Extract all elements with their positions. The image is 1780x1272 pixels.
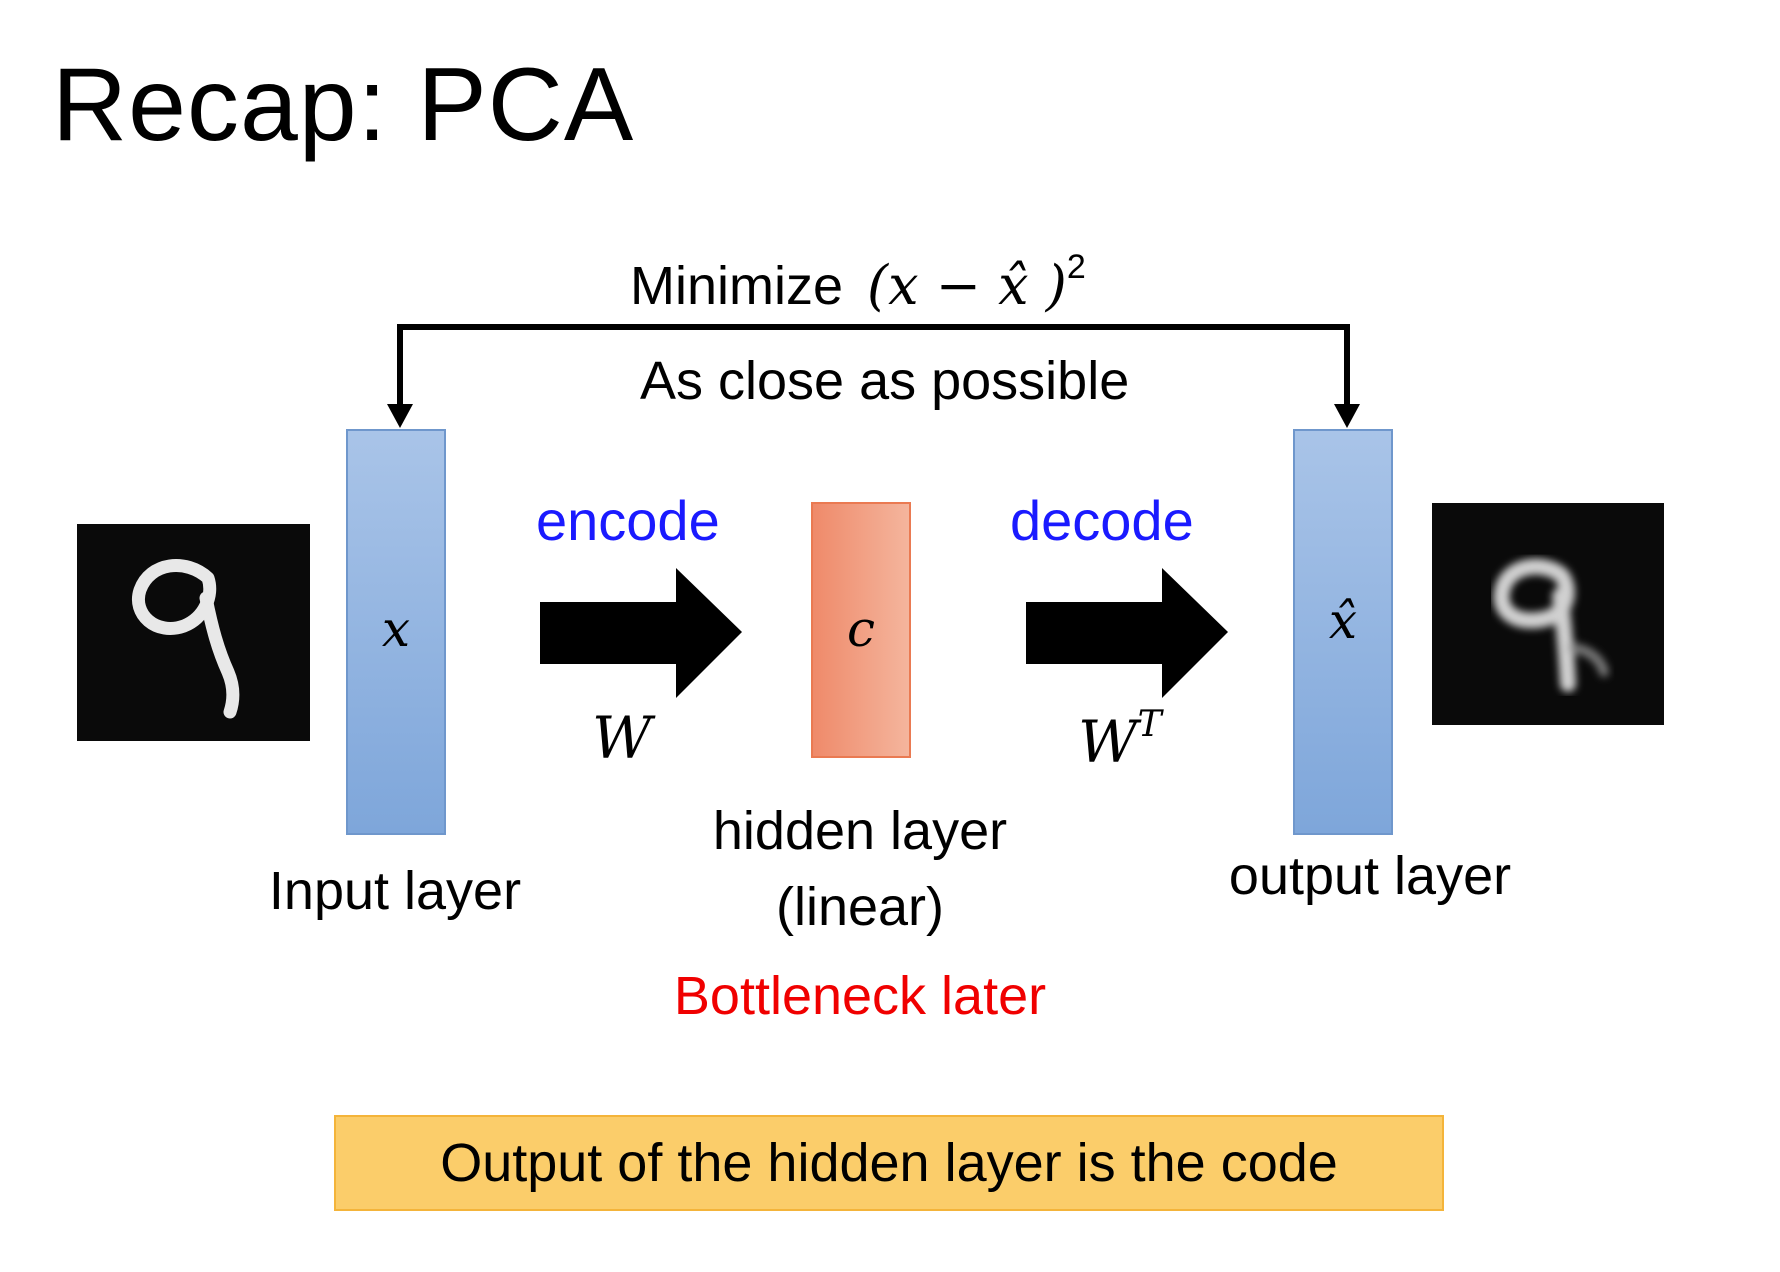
hidden-layer-bar xyxy=(811,502,911,758)
feedback-arrowhead-left xyxy=(387,404,413,428)
input-digit-stroke xyxy=(132,559,240,719)
input-layer-bar xyxy=(346,429,446,835)
encode-arrow xyxy=(540,568,742,698)
output-digit-stroke xyxy=(1493,558,1609,692)
decode-weight-symbol: W xyxy=(1078,708,1138,776)
objective-formula: Minimize (x − x̂ )2 xyxy=(630,232,1086,321)
feedback-label: As close as possible xyxy=(640,351,1130,411)
code-callout-box: Output of the hidden layer is the code xyxy=(334,1115,1444,1211)
input-layer-caption: Input layer xyxy=(268,861,522,921)
input-digit-image xyxy=(77,524,310,741)
objective-expression: (x − x̂ ) xyxy=(867,254,1067,317)
hidden-variable: c xyxy=(846,600,875,658)
decode-label: decode xyxy=(1010,489,1194,552)
feedback-arrowhead-right xyxy=(1334,404,1360,428)
input-variable: x xyxy=(381,600,411,658)
objective-exponent: 2 xyxy=(1066,248,1086,286)
encode-weight: W xyxy=(592,704,652,772)
output-layer-caption: output layer xyxy=(1228,846,1512,906)
hidden-layer-caption: hidden layer xyxy=(712,801,1008,861)
objective-label: Minimize xyxy=(630,256,844,316)
decode-weight-transpose: T xyxy=(1137,704,1162,745)
decode-arrow xyxy=(1026,568,1228,698)
output-variable: x̂ xyxy=(1328,592,1358,650)
bottleneck-note: Bottleneck later xyxy=(673,966,1047,1026)
hidden-layer-subcaption: (linear) xyxy=(775,877,945,937)
feedback-line xyxy=(397,324,1350,405)
encode-label: encode xyxy=(536,489,720,552)
decode-weight: WT xyxy=(1078,704,1162,776)
output-layer-bar xyxy=(1293,429,1393,835)
slide-title: Recap: PCA xyxy=(52,47,635,163)
